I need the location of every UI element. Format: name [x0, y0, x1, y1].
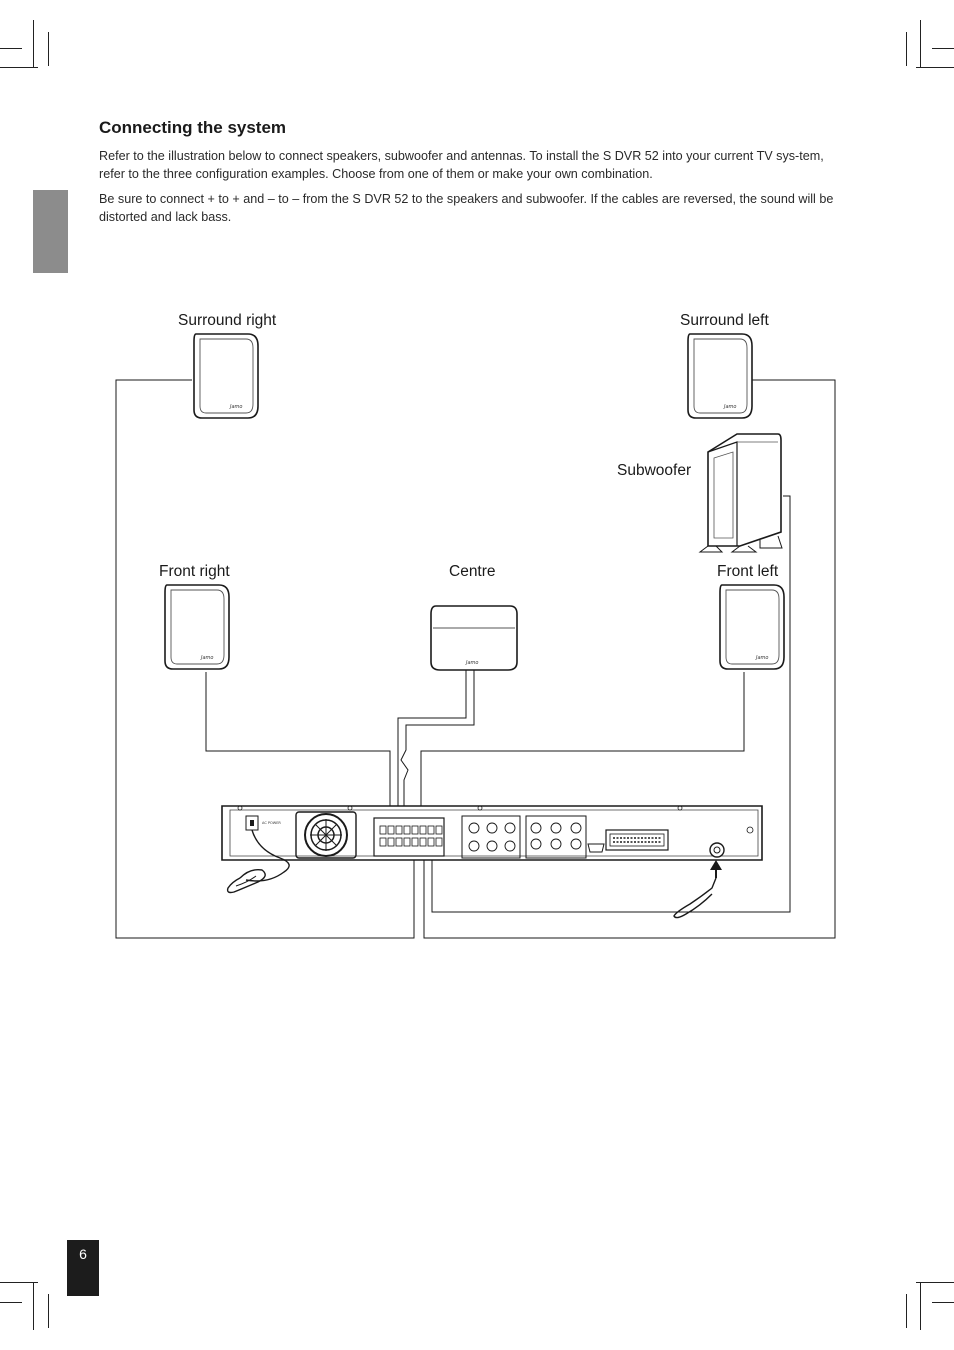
- label-surround-right: Surround right: [178, 312, 277, 329]
- speaker-surround-left-icon: [687, 333, 753, 419]
- subwoofer-icon: [698, 433, 783, 553]
- speaker-front-left-icon: [719, 584, 785, 670]
- page-number-box: 6: [67, 1240, 99, 1296]
- receiver-back-panel: AC POWER: [221, 805, 763, 861]
- speaker-front-right-icon: [164, 584, 230, 670]
- label-front-left: Front left: [717, 563, 779, 580]
- page-title: Connecting the system: [99, 118, 287, 137]
- antenna-cable-icon: [673, 860, 722, 919]
- svg-text:Jamo: Jamo: [465, 660, 478, 666]
- label-surround-left: Surround left: [680, 312, 769, 329]
- speaker-centre-icon: Jamo: [430, 605, 518, 671]
- speaker-surround-right-icon: [193, 333, 259, 419]
- page-number: 6: [79, 1246, 87, 1262]
- label-front-right: Front right: [159, 563, 230, 580]
- label-subwoofer: Subwoofer: [617, 462, 692, 479]
- power-cord-icon: [226, 829, 290, 894]
- intro-paragraph: Refer to the illustration below to conne…: [99, 149, 824, 181]
- speaker-cables: [115, 379, 836, 939]
- side-tab: [33, 190, 68, 273]
- label-centre: Centre: [449, 563, 496, 580]
- polarity-paragraph: Be sure to connect + to + and – to – fro…: [99, 192, 834, 224]
- svg-text:AC POWER: AC POWER: [262, 821, 281, 825]
